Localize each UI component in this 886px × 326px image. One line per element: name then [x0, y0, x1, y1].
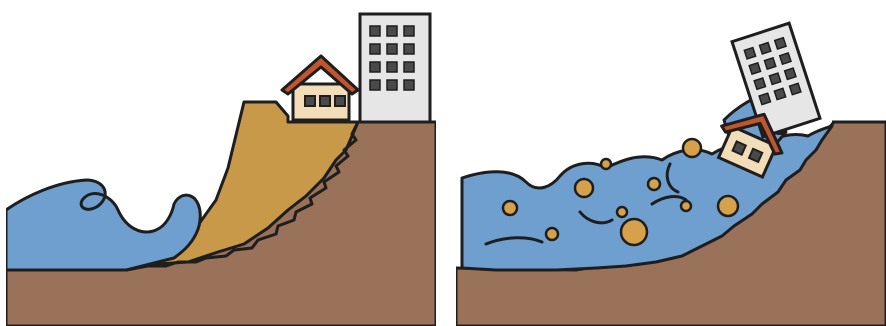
panel-before-svg	[6, 0, 436, 326]
panel-after	[456, 0, 886, 326]
sea-wave	[6, 180, 200, 270]
panel-after-svg	[456, 0, 886, 326]
house	[282, 56, 358, 120]
apartment-building	[360, 14, 430, 122]
panel-before	[6, 0, 436, 326]
